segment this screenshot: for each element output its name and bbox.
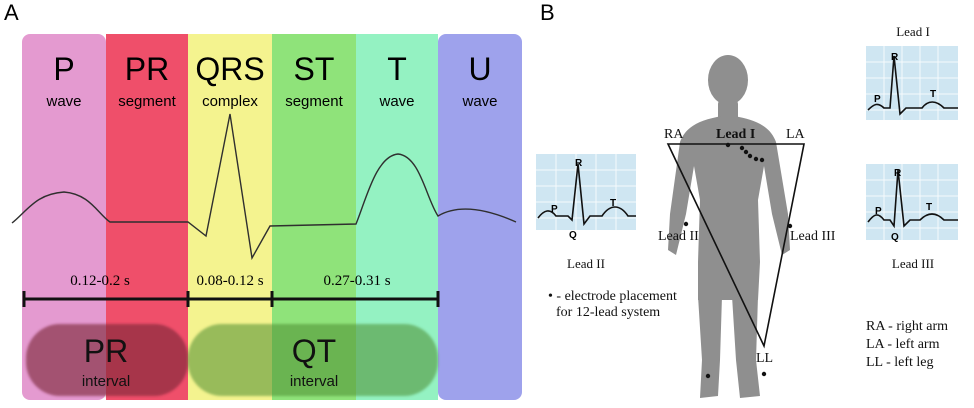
band-u-title: U [468, 51, 491, 87]
legend-line-2: for 12-lead system [556, 305, 660, 320]
lead-i-p: P [874, 94, 881, 105]
band-titles: P wave PR segment QRS complex ST segment… [45, 51, 497, 110]
electrode-legend: • - electrode placement for 12-lead syst… [548, 289, 677, 320]
pr-interval-pill [26, 324, 188, 396]
legend-ra: RA - right arm [866, 319, 948, 334]
lead-ii-r: R [575, 158, 583, 169]
legend-ll: LL - left leg [866, 355, 934, 370]
ecg-lead-ii-title: Lead II [567, 256, 605, 271]
qt-interval-title: QT [292, 333, 336, 369]
panel-a-label: A [4, 0, 19, 25]
lead-ii-q: Q [569, 230, 577, 241]
band-t-title: T [387, 51, 407, 87]
band-t-subtitle: wave [378, 93, 414, 110]
limb-legend: RA - right arm LA - left arm LL - left l… [866, 319, 948, 370]
duration-qrs: 0.08-0.12 s [196, 273, 263, 289]
band-p-title: P [53, 51, 74, 87]
lead3-label: Lead III [790, 229, 836, 244]
panel-b-label: B [540, 0, 555, 25]
ecg-lead-i-title: Lead I [896, 24, 930, 39]
pr-interval-subtitle: interval [82, 373, 130, 390]
legend-la: LA - left arm [866, 337, 940, 352]
lead-iii-q: Q [891, 232, 899, 243]
band-p-subtitle: wave [45, 93, 81, 110]
band-u [438, 34, 522, 400]
ll-label: LL [756, 351, 773, 366]
left-leg [698, 296, 722, 398]
lead2-label: Lead II [658, 229, 699, 244]
lead1-label: Lead I [716, 127, 755, 142]
head [708, 55, 748, 105]
body-silhouette [668, 55, 790, 398]
pr-interval-title: PR [84, 333, 128, 369]
la-label: LA [786, 127, 806, 142]
ecg-panel-lead-iii: R P T Q Lead III [866, 164, 958, 271]
interval-labels: PR interval QT interval [82, 333, 338, 390]
qt-interval-subtitle: interval [290, 373, 338, 390]
band-qrs-subtitle: complex [202, 93, 258, 110]
band-pr-title: PR [125, 51, 169, 87]
lead-iii-t: T [926, 202, 932, 213]
band-pr-subtitle: segment [118, 93, 176, 110]
duration-labels: 0.12-0.2 s 0.08-0.12 s 0.27-0.31 s [70, 273, 390, 289]
lead-iii-p: P [875, 206, 882, 217]
band-st-subtitle: segment [285, 93, 343, 110]
legend-line-1: • - electrode placement [548, 289, 677, 304]
band-p [22, 34, 106, 400]
band-qrs-title: QRS [195, 51, 264, 87]
duration-qt: 0.27-0.31 s [323, 273, 390, 289]
qt-interval-pill [188, 324, 438, 396]
limb-labels: RA LA LL Lead I Lead II Lead III [658, 127, 836, 366]
lead-ii-t: T [610, 198, 616, 209]
ra-label: RA [664, 127, 684, 142]
lead-iii-r: R [894, 168, 902, 179]
band-st-title: ST [294, 51, 335, 87]
band-u-subtitle: wave [461, 93, 497, 110]
duration-pr: 0.12-0.2 s [70, 273, 130, 289]
torso-arms [668, 116, 790, 300]
lead-i-r: R [891, 52, 899, 63]
lead-i-t: T [930, 89, 936, 100]
einthoven-triangle [666, 143, 805, 349]
right-leg [732, 296, 760, 398]
electrode-dots [683, 142, 793, 379]
ecg-panel-lead-ii: R P T Q Lead II [536, 154, 636, 271]
ecg-lead-iii-title: Lead III [892, 256, 934, 271]
lead-ii-p: P [551, 204, 558, 215]
ecg-panel-lead-i: Lead I R P T [866, 24, 958, 120]
timing-bar [22, 291, 440, 307]
ecg-waveform [11, 113, 517, 261]
